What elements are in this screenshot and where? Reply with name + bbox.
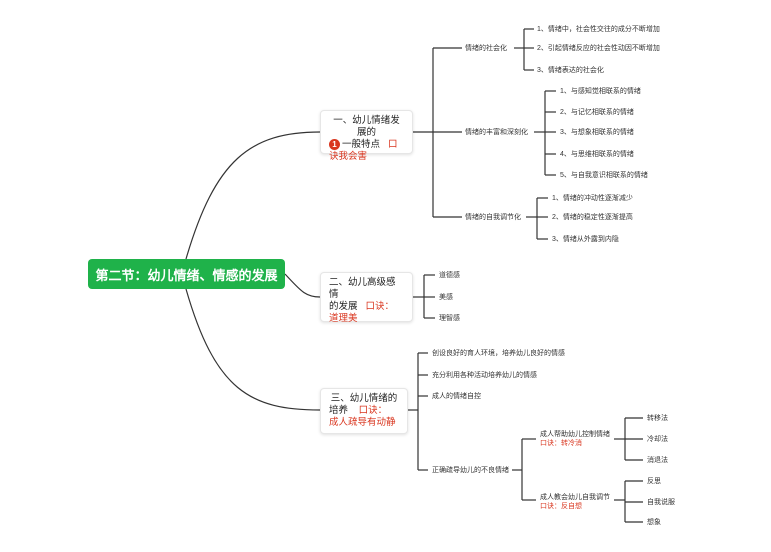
sub1-label[interactable]: 情绪的社会化 (465, 45, 507, 52)
helpB-item-3[interactable]: 想象 (647, 519, 661, 526)
sub2-item-2[interactable]: 2、与记忆相联系的情绪 (560, 109, 634, 116)
branch-3-mnemonic-line2: 成人疏导有动静 (329, 417, 396, 428)
branch-1-title-line1: 一、幼儿情绪发展的 (333, 115, 400, 138)
sub3-item-1[interactable]: 1、情绪的冲动性逐渐减少 (552, 195, 633, 202)
branch-3-mnemonic-line1: 口诀： (358, 405, 388, 416)
branch2-item-2[interactable]: 美感 (439, 294, 453, 301)
helpA-item-3[interactable]: 消退法 (647, 457, 668, 464)
branch3-item-3[interactable]: 成人的情绪自控 (432, 393, 481, 400)
sub2-item-4[interactable]: 4、与思维相联系的情绪 (560, 151, 634, 158)
sub3-label[interactable]: 情绪的自我调节化 (465, 214, 521, 221)
helpA-item-1[interactable]: 转移法 (647, 415, 668, 422)
sub3-item-3[interactable]: 3、情绪从外露到内隐 (552, 236, 619, 243)
root-label: 第二节：幼儿情绪、情感的发展 (95, 267, 278, 283)
priority-1-icon: 1 (329, 139, 340, 150)
sub2-label[interactable]: 情绪的丰富和深刻化 (465, 129, 528, 136)
helpA-node[interactable]: 成人帮助幼儿控制情绪 口诀：转冷消 (540, 430, 610, 448)
branch-1-mnemonic: 口诀我会害 (329, 139, 398, 163)
branch-2-mnemonic-line1: 口诀： (365, 301, 394, 312)
branch3-item-2[interactable]: 充分利用各种活动培养幼儿的情感 (432, 372, 537, 379)
helpB-mnemonic: 口诀：反自想 (540, 503, 582, 510)
sub3-item-2[interactable]: 2、情绪的稳定性逐渐提高 (552, 214, 633, 221)
branch2-item-3[interactable]: 理智感 (439, 315, 460, 322)
sub4-label[interactable]: 正确疏导幼儿的不良情绪 (432, 467, 509, 474)
sub1-item-1[interactable]: 1、情绪中，社会性交往的成分不断增加 (537, 26, 660, 33)
branch-3-title-line1: 三、幼儿情绪的 (330, 393, 398, 404)
helpA-item-2[interactable]: 冷却法 (647, 436, 668, 443)
branch-2-node[interactable]: 二、幼儿高级感情 的发展 口诀： 道理美 (320, 272, 413, 324)
branch3-item-1[interactable]: 创设良好的育人环境，培养幼儿良好的情感 (432, 350, 565, 357)
branch-2-title-line1: 二、幼儿高级感情 (329, 277, 396, 300)
helpB-item-1[interactable]: 反思 (647, 478, 661, 485)
branch2-item-1[interactable]: 道德感 (439, 272, 460, 279)
branch-1-title-line2: 一般特点 (342, 139, 381, 151)
helpA-label: 成人帮助幼儿控制情绪 (540, 431, 610, 438)
helpA-mnemonic: 口诀：转冷消 (540, 440, 582, 447)
sub1-item-3[interactable]: 3、情绪表达的社会化 (537, 67, 604, 74)
sub2-item-3[interactable]: 3、与想象相联系的情绪 (560, 129, 634, 136)
sub2-item-5[interactable]: 5、与自我意识相联系的情绪 (560, 172, 648, 179)
branch-3-title-line2: 培养 (329, 405, 349, 416)
helpB-label: 成人教会幼儿自我调节 (540, 494, 610, 501)
branch-2-title-line2: 的发展 (329, 301, 358, 312)
sub1-item-2[interactable]: 2、引起情绪反应的社会性动因不断增加 (537, 45, 660, 52)
helpB-item-2[interactable]: 自我说服 (647, 499, 675, 506)
helpB-node[interactable]: 成人教会幼儿自我调节 口诀：反自想 (540, 493, 610, 511)
branch-3-node[interactable]: 三、幼儿情绪的 培养 口诀： 成人疏导有动静 (320, 388, 408, 434)
branch-2-mnemonic-line2: 道理美 (329, 313, 358, 324)
root-node[interactable]: 第二节：幼儿情绪、情感的发展 (88, 259, 285, 289)
sub2-item-1[interactable]: 1、与感知觉相联系的情绪 (560, 88, 641, 95)
